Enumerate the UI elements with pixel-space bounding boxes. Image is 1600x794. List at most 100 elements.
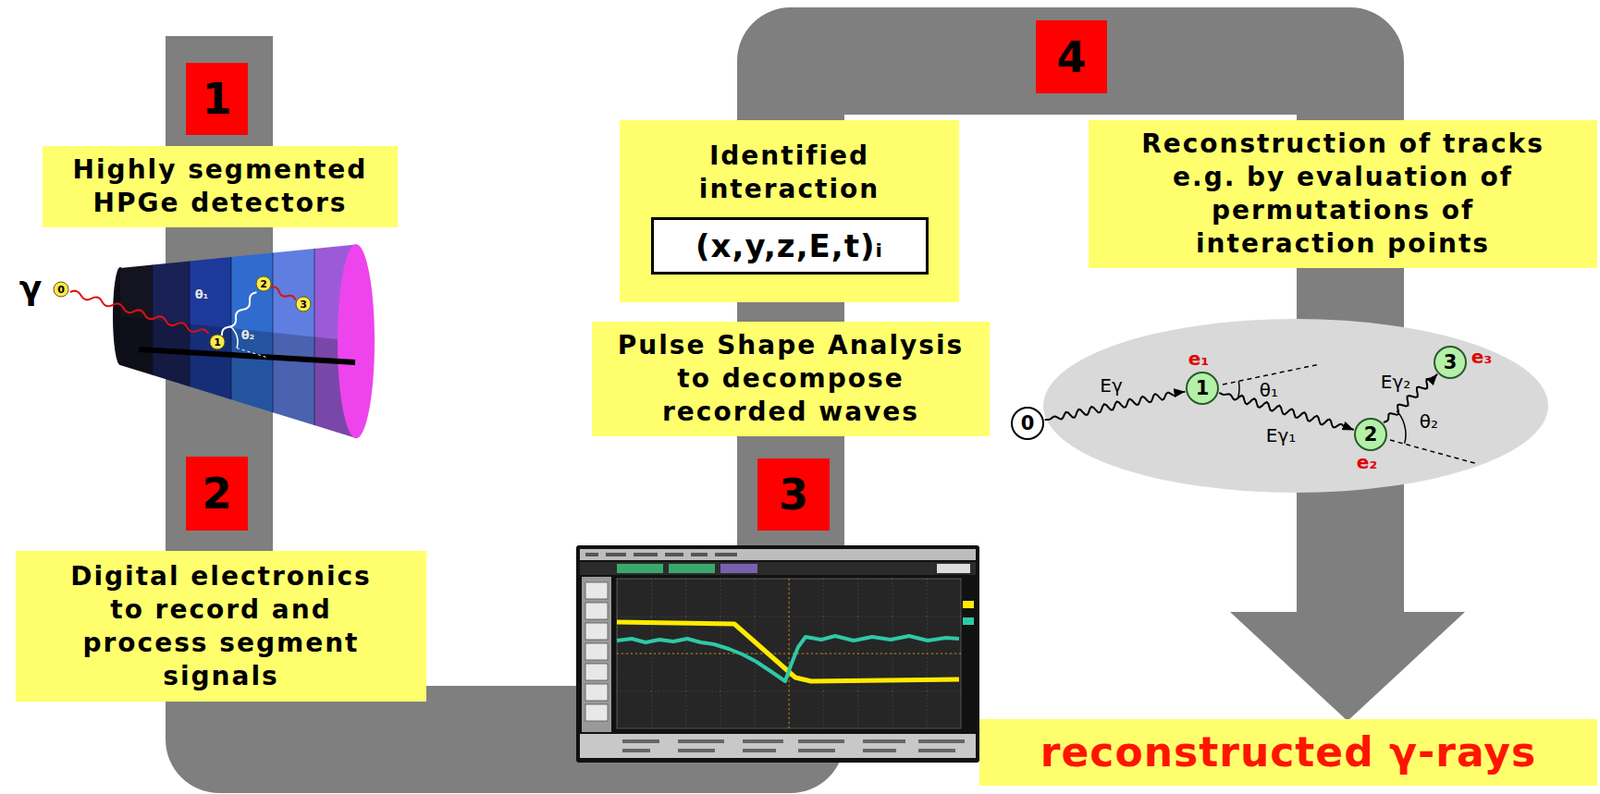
node-text: 3 xyxy=(1443,351,1458,374)
step-box: Highly segmented HPGe detectors xyxy=(42,146,398,228)
tracking-illustration xyxy=(1238,381,1240,398)
oscilloscope-screenshot xyxy=(936,564,971,574)
angle-label: θ₂ xyxy=(1419,410,1439,433)
detector-illustration xyxy=(236,348,269,359)
gamma-symbol: γ xyxy=(19,269,43,308)
oscilloscope-screenshot xyxy=(605,553,627,557)
detector-illustration xyxy=(270,285,297,303)
oscilloscope-screenshot xyxy=(798,749,836,753)
oscilloscope-screenshot xyxy=(576,545,980,764)
node-text: 1 xyxy=(201,75,232,123)
tracking-illustration xyxy=(1390,440,1478,465)
oscilloscope-screenshot xyxy=(581,577,612,733)
step-number: 1 xyxy=(185,62,248,136)
electron-label: e₁ xyxy=(1188,347,1209,370)
oscilloscope-screenshot xyxy=(616,622,960,682)
oscilloscope-screenshot xyxy=(585,582,608,722)
interaction-point: 3 xyxy=(1433,345,1467,380)
detector-illustration xyxy=(270,285,297,303)
detector-illustration xyxy=(69,289,210,337)
step-box: Digital electronics to record and proces… xyxy=(15,551,427,702)
oscilloscope-screenshot xyxy=(862,739,906,744)
tracking-illustration xyxy=(1396,411,1406,444)
interaction-box: Identified interaction (x,y,z,E,t)ᵢ xyxy=(619,120,960,303)
tracking-illustration xyxy=(1043,319,1549,493)
oscilloscope-screenshot xyxy=(918,739,965,744)
energy-label: Eγ xyxy=(1099,374,1122,397)
oscilloscope-screenshot xyxy=(616,636,960,682)
angle-label: θ₂ xyxy=(241,328,256,343)
oscilloscope-screenshot xyxy=(664,553,684,557)
interaction-tuple-box: (x,y,z,E,t)ᵢ xyxy=(651,217,929,275)
detector-illustration xyxy=(120,317,357,440)
step-number: 4 xyxy=(1035,20,1108,94)
node-text: 3 xyxy=(778,471,809,518)
photon-track xyxy=(1218,393,1354,431)
oscilloscope-screenshot xyxy=(720,564,758,574)
oscilloscope-screenshot xyxy=(616,578,961,729)
callout-number: 0 xyxy=(53,282,70,298)
node-text: Reconstruction of tracks e.g. by evaluat… xyxy=(1125,127,1561,261)
oscilloscope-screenshot xyxy=(918,749,956,753)
detector-illustration xyxy=(272,253,274,414)
oscilloscope-screenshot xyxy=(585,684,608,702)
tracking-illustration xyxy=(1043,319,1549,493)
electron-label: e₃ xyxy=(1471,345,1492,369)
detector-illustration xyxy=(152,265,154,376)
detector-illustration xyxy=(230,326,238,349)
angle-label: θ₁ xyxy=(195,287,210,302)
interaction-point: 0 xyxy=(1010,406,1045,441)
callout-number: 3 xyxy=(295,296,312,313)
oscilloscope-screenshot xyxy=(579,734,976,759)
oscilloscope-screenshot xyxy=(585,704,608,722)
node-text: 2 xyxy=(1364,423,1379,446)
interaction-point: 2 xyxy=(1353,418,1388,452)
oscilloscope-screenshot xyxy=(677,749,715,753)
oscilloscope-screenshot xyxy=(962,617,974,626)
detector-illustration xyxy=(69,289,210,337)
oscilloscope-screenshot xyxy=(788,578,790,729)
oscilloscope-screenshot xyxy=(585,623,608,640)
detector-illustration xyxy=(337,244,375,439)
oscilloscope-screenshot xyxy=(585,582,608,600)
electron-label: e₂ xyxy=(1356,451,1378,474)
oscilloscope-screenshot xyxy=(585,664,608,681)
step-box: Pulse Shape Analysis to decompose record… xyxy=(591,321,990,437)
detector-illustration xyxy=(189,261,191,388)
angle-label: θ₁ xyxy=(1259,379,1279,402)
energy-label: Eγ₂ xyxy=(1380,370,1412,394)
oscilloscope-screenshot xyxy=(677,739,725,744)
energy-label: Eγ₁ xyxy=(1266,424,1297,447)
detector-illustration xyxy=(138,349,356,363)
oscilloscope-screenshot xyxy=(690,553,708,557)
result-box: reconstructed γ-rays xyxy=(979,719,1598,787)
step-box: Reconstruction of tracks e.g. by evaluat… xyxy=(1088,120,1598,269)
node-text: 4 xyxy=(1056,34,1086,81)
oscilloscope-screenshot xyxy=(862,749,897,753)
oscilloscope-screenshot xyxy=(585,643,608,661)
node-text: Highly segmented HPGe detectors xyxy=(58,153,382,221)
oscilloscope-screenshot xyxy=(579,562,976,576)
oscilloscope-screenshot xyxy=(585,553,738,557)
node-text: 2 xyxy=(201,470,232,517)
oscilloscope-screenshot xyxy=(585,553,599,557)
node-text: reconstructed γ-rays xyxy=(1040,727,1537,778)
oscilloscope-screenshot xyxy=(798,739,845,744)
detector-illustration xyxy=(69,244,375,439)
oscilloscope-screenshot xyxy=(668,564,715,574)
oscilloscope-screenshot xyxy=(622,749,651,753)
oscilloscope-screenshot xyxy=(579,549,976,561)
oscilloscope-screenshot xyxy=(585,603,608,620)
node-text: Identified interaction xyxy=(637,139,943,207)
oscilloscope-screenshot xyxy=(742,739,784,744)
oscilloscope-screenshot xyxy=(622,739,660,744)
detector-illustration xyxy=(152,248,315,426)
oscilloscope-screenshot xyxy=(616,564,664,574)
callout-number: 2 xyxy=(256,276,272,293)
oscilloscope-screenshot xyxy=(622,739,965,753)
node-text: Pulse Shape Analysis to decompose record… xyxy=(602,329,981,430)
oscilloscope-screenshot xyxy=(962,601,974,609)
node-text: Digital electronics to record and proces… xyxy=(61,560,382,694)
oscilloscope-screenshot xyxy=(742,749,776,753)
interaction-point: 1 xyxy=(1185,371,1219,406)
